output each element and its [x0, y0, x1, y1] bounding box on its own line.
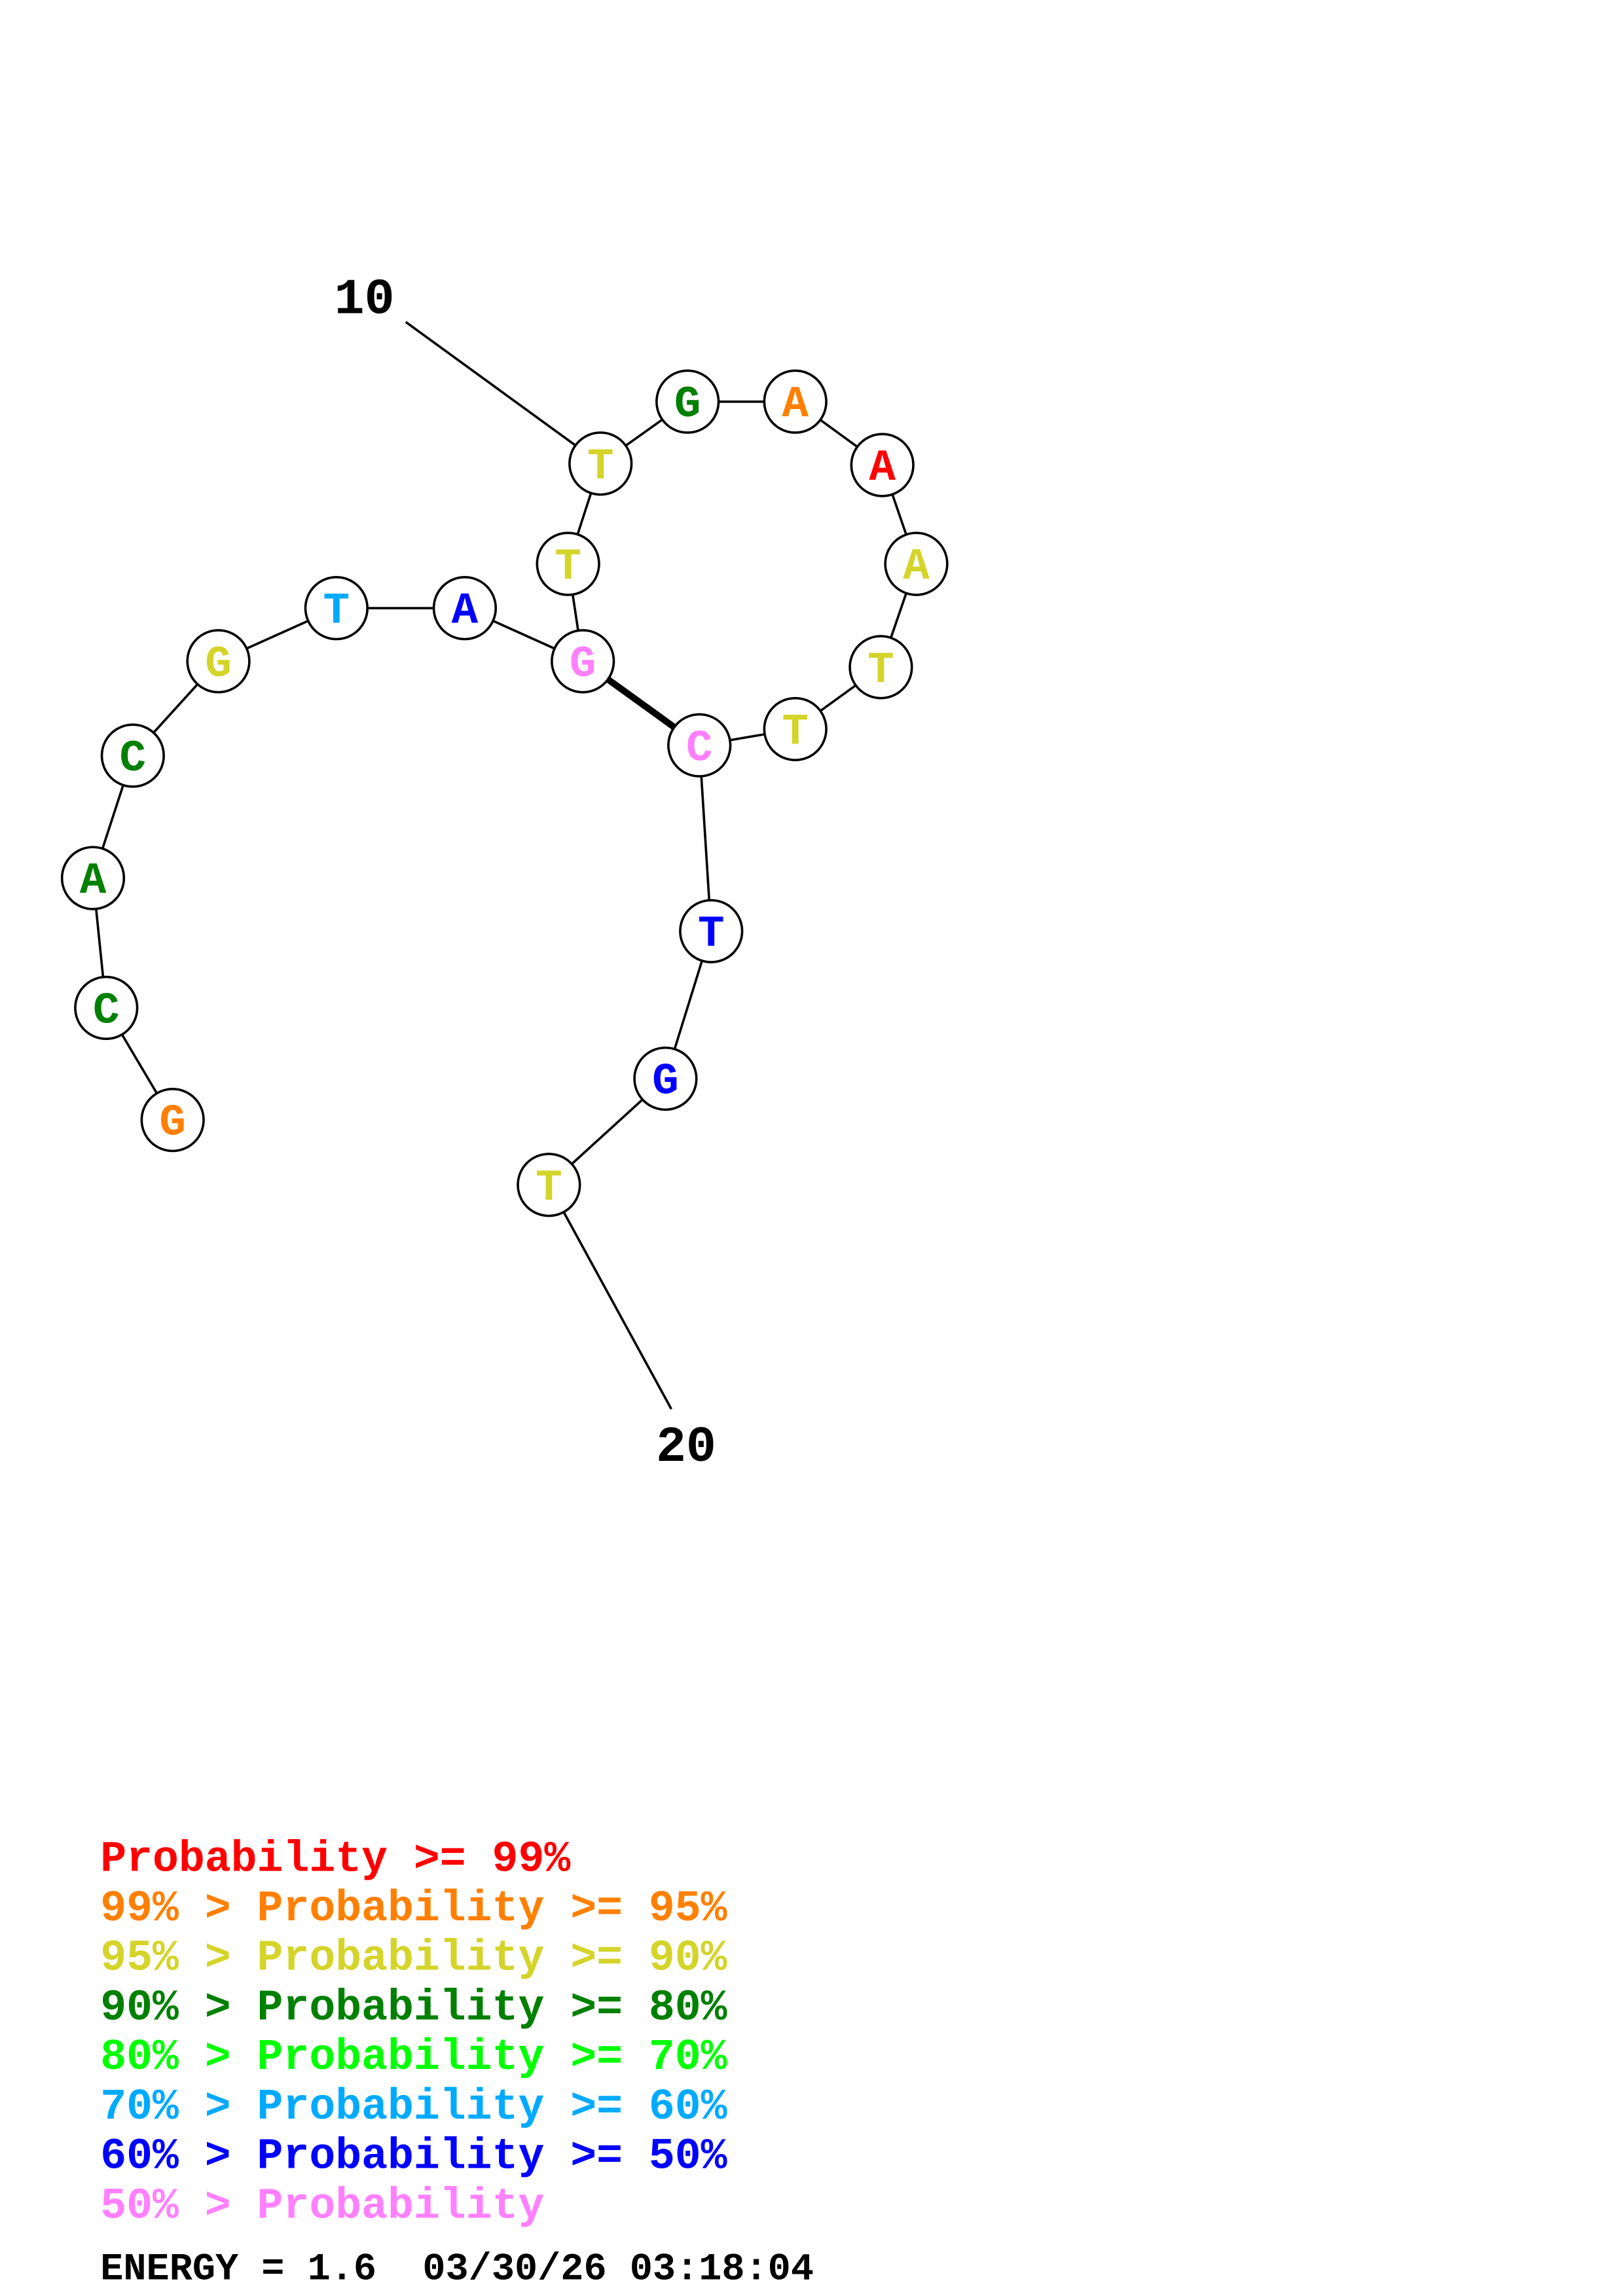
legend-row-p95: 99% > Probability >= 95%: [100, 1884, 727, 1933]
legend-row-p99: Probability >= 99%: [100, 1835, 570, 1884]
energy-footer: ENERGY = 1.6 03/30/26 03:18:04: [100, 2248, 814, 2291]
nucleotide-letter: T: [536, 1164, 562, 1213]
nucleotide-letter: C: [120, 734, 147, 784]
position-label-line: [405, 321, 602, 465]
nucleotide-circle: [551, 629, 615, 694]
nucleotide-circle: [850, 433, 915, 497]
nucleotide-14: A: [884, 531, 949, 596]
nucleotide-letter: T: [867, 646, 894, 696]
nucleotide-letter: A: [869, 444, 896, 493]
nucleotide-circle: [304, 576, 369, 641]
probability-legend: Probability >= 99%99% > Probability >= 9…: [100, 1835, 727, 2231]
nucleotide-circle: [432, 576, 498, 641]
nucleotide-letter: G: [159, 1099, 186, 1149]
nucleotide-10: T: [568, 431, 633, 496]
nucleotide-12: A: [763, 369, 828, 434]
nucleotide-circle: [140, 1088, 205, 1153]
nucleotide-7: A: [432, 576, 498, 641]
nucleotide-16: T: [763, 696, 828, 762]
nucleotide-letter: T: [698, 910, 725, 960]
nucleotide-circle: [679, 899, 744, 963]
nucleotide-1: G: [140, 1088, 205, 1153]
position-label-10: 10: [335, 272, 395, 329]
nucleotide-circle: [74, 975, 139, 1041]
nucleotide-8: G: [551, 629, 615, 694]
nucleotide-letter: C: [93, 986, 120, 1036]
nucleotide-20: T: [517, 1153, 581, 1217]
nucleotide-circle: [100, 723, 165, 788]
nucleotide-circle: [186, 629, 251, 694]
nucleotide-letter: T: [587, 442, 614, 492]
nucleotide-circle: [667, 713, 732, 778]
nucleotide-17: C: [667, 713, 732, 778]
nucleotide-11: G: [655, 369, 720, 434]
nucleotide-letter: A: [80, 857, 107, 906]
nucleotide-5: G: [186, 629, 251, 694]
nucleotide-15: T: [848, 635, 913, 700]
nucleotide-circle: [763, 369, 828, 434]
legend-row-p80: 90% > Probability >= 80%: [100, 1983, 727, 2032]
nucleotide-letter: G: [205, 640, 232, 690]
nucleotide-circle: [517, 1153, 581, 1217]
legend-row-lt50: 50% > Probability: [100, 2181, 544, 2231]
backbone-lines: [92, 400, 918, 1186]
nucleotide-13: A: [850, 433, 915, 497]
nucleotide-letter: A: [452, 587, 479, 637]
nucleotide-circle: [763, 696, 828, 762]
nucleotide-circle: [568, 431, 633, 496]
nucleotide-3: A: [60, 846, 126, 910]
nucleotide-letter: A: [782, 380, 809, 430]
nucleotide-circle: [536, 531, 600, 596]
legend-row-p90: 95% > Probability >= 90%: [100, 1934, 727, 1983]
nucleotide-letter: T: [555, 543, 581, 592]
nucleotide-4: C: [100, 723, 165, 788]
nucleotide-letter: G: [570, 640, 596, 690]
nucleotide-circle: [633, 1046, 698, 1111]
nucleotide-2: C: [74, 975, 139, 1041]
nucleotide-6: T: [304, 576, 369, 641]
nucleotide-letter: C: [686, 724, 713, 774]
nucleotide-letter: T: [323, 587, 350, 637]
nucleotide-circle: [884, 531, 949, 596]
legend-row-p70: 80% > Probability >= 70%: [100, 2033, 727, 2082]
nucleotide-circle: [848, 635, 913, 700]
position-label-line: [547, 1184, 672, 1410]
position-labels: 10 20: [335, 272, 716, 1476]
nucleotide-circle: [60, 846, 126, 910]
nucleotide-circle: [655, 369, 720, 434]
nucleotide-letter: A: [903, 543, 930, 592]
legend-row-p50: 60% > Probability >= 50%: [100, 2132, 727, 2181]
position-label-20: 20: [656, 1420, 716, 1477]
nucleotide-letter: G: [674, 380, 701, 430]
nucleotide-19: G: [633, 1046, 698, 1111]
nucleotide-letter: G: [652, 1058, 679, 1107]
nucleotide-letter: T: [782, 708, 809, 758]
nucleotide-9: T: [536, 531, 600, 596]
legend-row-p60: 70% > Probability >= 60%: [100, 2083, 727, 2132]
nucleotide-18: T: [679, 899, 744, 963]
